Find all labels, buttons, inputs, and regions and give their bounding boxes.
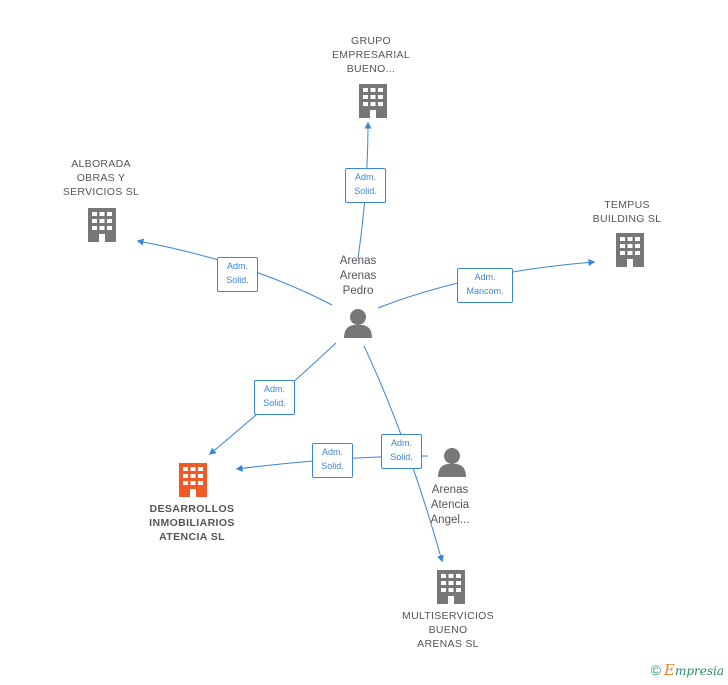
building-icon	[359, 84, 387, 118]
edge-label-desarrollos-angel: Adm. Solid.	[312, 443, 353, 478]
brand-name: mpresia	[674, 664, 724, 678]
building-icon	[437, 570, 465, 604]
node-label-desarrollos[interactable]: DESARROLLOS INMOBILIARIOS ATENCIA SL	[149, 503, 235, 543]
footer-credit: © Empresia	[651, 661, 724, 679]
brand-initial: E	[663, 661, 675, 679]
edge-label-line2: Mancom.	[466, 286, 504, 296]
node-label-pedro[interactable]: Arenas Arenas Pedro	[339, 255, 377, 297]
node-label-angel[interactable]: Arenas Atencia Angel...	[430, 484, 470, 526]
edge-label-line1: Adm.	[354, 172, 376, 182]
edge-label-line2: Solid.	[321, 461, 344, 471]
edge-label-line1: Adm.	[226, 261, 248, 271]
edge-label-line2: Solid.	[390, 452, 413, 462]
edge-label-grupo: Adm. Solid.	[345, 168, 386, 203]
brand-logo[interactable]: Empresia	[664, 661, 724, 679]
edge-label-line2: Solid.	[226, 275, 249, 285]
edge-label-line2: Solid.	[354, 186, 377, 196]
node-label-multiservicios[interactable]: MULTISERVICIOS BUENO ARENAS SL	[402, 610, 494, 650]
person-icon	[438, 448, 466, 477]
edge-label-desarrollos-pedro: Adm. Solid.	[254, 380, 295, 415]
edge-label-line1: Adm.	[263, 384, 285, 394]
building-icon-focus	[179, 463, 207, 497]
person-icon	[344, 309, 372, 338]
copyright-symbol: ©	[650, 662, 661, 678]
node-label-tempus[interactable]: TEMPUS BUILDING SL	[592, 199, 662, 225]
building-icon	[88, 208, 116, 242]
edge-label-alborada: Adm. Solid.	[217, 257, 258, 292]
node-label-alborada[interactable]: ALBORADA OBRAS Y SERVICIOS SL	[62, 158, 140, 198]
edge-label-line1: Adm.	[474, 272, 496, 282]
node-label-grupo[interactable]: GRUPO EMPRESARIAL BUENO...	[332, 35, 410, 75]
edge-label-line2: Solid.	[263, 398, 286, 408]
building-icon	[616, 233, 644, 267]
edge-label-tempus: Adm. Mancom.	[457, 268, 513, 303]
edge-label-multiservicios: Adm. Solid.	[381, 434, 422, 469]
edge-label-line1: Adm.	[390, 438, 412, 448]
edge-label-line1: Adm.	[321, 447, 343, 457]
